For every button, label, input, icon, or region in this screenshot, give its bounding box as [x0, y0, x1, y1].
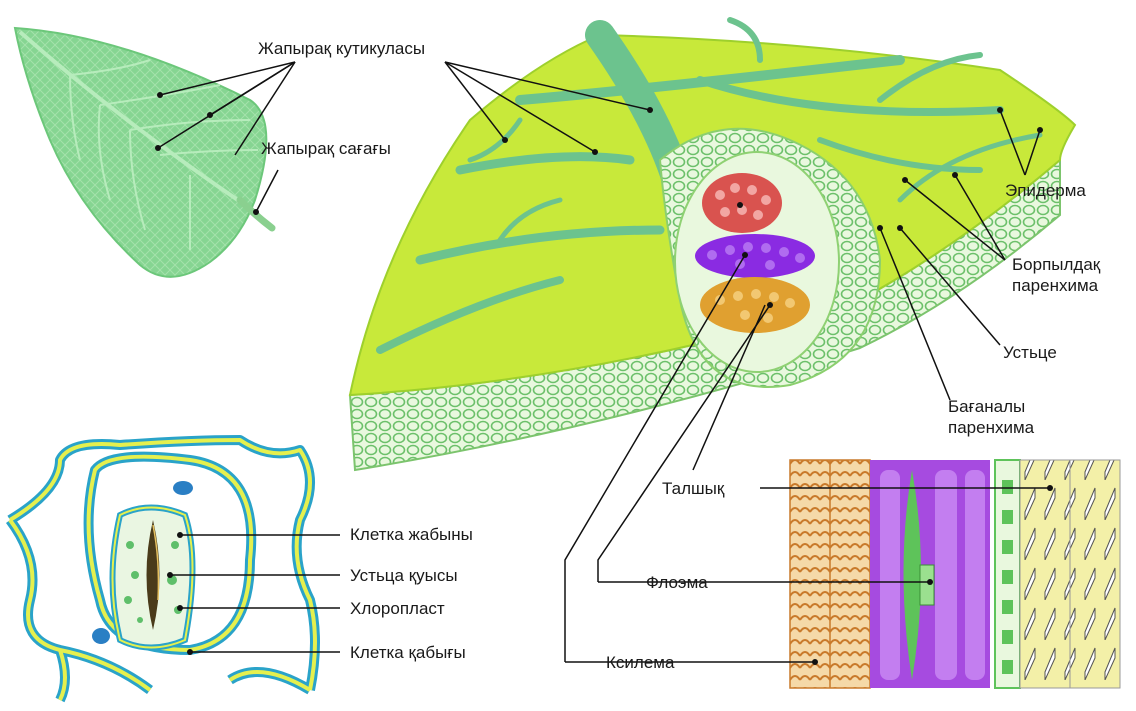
- label-xylem: Ксилема: [606, 652, 674, 673]
- nucleus-blob-2: [92, 628, 110, 644]
- label-guard-cell: Клетка жабыны: [350, 524, 473, 545]
- stoma-illustration: [10, 440, 315, 700]
- nucleus-blob: [173, 481, 193, 495]
- label-palisade-line2: паренхима: [948, 417, 1034, 438]
- label-petiole: Жапырақ сағағы: [261, 138, 391, 159]
- label-phloem: Флоэма: [646, 572, 708, 593]
- label-stoma: Устьце: [1003, 342, 1057, 363]
- label-cuticle: Жапырақ кутикуласы: [258, 38, 425, 59]
- label-stoma-pore: Устьца қуысы: [350, 565, 458, 586]
- label-spongy-line1: Борпылдақ: [1012, 254, 1100, 275]
- vascular-tissue-closeup: [790, 460, 1120, 688]
- label-spongy-parenchyma: Борпылдақ паренхима: [1012, 254, 1100, 296]
- leaf-illustration: [15, 28, 272, 277]
- label-palisade-parenchyma: Бағаналы паренхима: [948, 396, 1034, 438]
- label-palisade-line1: Бағаналы: [948, 396, 1034, 417]
- leaf-blade: [15, 28, 266, 277]
- label-fiber: Талшық: [662, 478, 724, 499]
- label-cell-wall: Клетка қабығы: [350, 642, 466, 663]
- label-spongy-line2: паренхима: [1012, 275, 1100, 296]
- label-epidermis: Эпидерма: [1005, 180, 1086, 201]
- label-chloroplast: Хлоропласт: [350, 598, 445, 619]
